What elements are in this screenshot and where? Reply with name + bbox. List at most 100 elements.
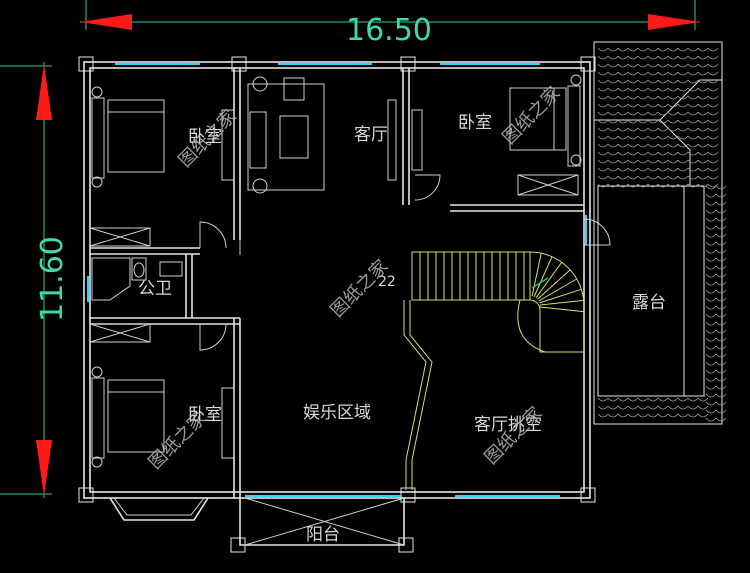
roof-tile bbox=[657, 63, 669, 68]
watermark: 图纸之家 bbox=[145, 408, 211, 474]
roof-tile bbox=[617, 135, 629, 140]
roof-tile bbox=[657, 151, 669, 156]
balcony bbox=[230, 497, 414, 553]
roof-tile bbox=[715, 345, 727, 350]
roof-tile bbox=[707, 119, 719, 124]
roof-tile bbox=[707, 183, 719, 188]
roof-tile bbox=[707, 103, 719, 108]
roof-tile bbox=[607, 63, 619, 68]
stair-tread bbox=[538, 278, 578, 302]
roof-tile bbox=[617, 175, 629, 180]
roof-tile bbox=[687, 87, 699, 92]
roof-tile bbox=[607, 183, 619, 188]
roof-tile bbox=[677, 397, 689, 402]
roof-tile bbox=[705, 361, 717, 366]
roof-tile bbox=[607, 47, 619, 52]
roof-tile bbox=[647, 167, 659, 172]
roof-tile bbox=[667, 47, 679, 52]
roof-tile bbox=[677, 71, 689, 76]
roof-tile bbox=[705, 257, 717, 262]
roof-tile bbox=[715, 249, 727, 254]
roof-tile bbox=[617, 47, 629, 52]
interior-walls bbox=[90, 68, 611, 498]
roof-tile bbox=[637, 95, 649, 100]
roof-tile bbox=[607, 143, 619, 148]
roof-tile bbox=[607, 413, 619, 418]
living-room-furniture bbox=[247, 76, 397, 194]
roof-tile bbox=[697, 87, 709, 92]
roof-tile bbox=[707, 87, 719, 92]
roof-tile bbox=[647, 127, 659, 132]
roof-tile bbox=[657, 79, 669, 84]
roof-tile bbox=[715, 417, 727, 422]
roof-tile bbox=[715, 297, 727, 302]
roof-tile bbox=[687, 413, 699, 418]
roof-tile bbox=[647, 71, 659, 76]
roof-tile bbox=[637, 151, 649, 156]
roof-tile bbox=[697, 175, 709, 180]
roof-tile bbox=[657, 183, 669, 188]
roof-tile bbox=[627, 47, 639, 52]
label-balcony: 阳台 bbox=[306, 525, 340, 545]
stair-tread bbox=[533, 256, 553, 298]
roof-tile bbox=[627, 119, 639, 124]
roof-tile bbox=[647, 175, 659, 180]
roof-tile bbox=[667, 175, 679, 180]
bedroom-top-right-furniture bbox=[411, 74, 582, 196]
roof-tile bbox=[707, 175, 719, 180]
roof-tile bbox=[627, 159, 639, 164]
roof-tile bbox=[705, 249, 717, 254]
roof-tile bbox=[627, 103, 639, 108]
roof-tile bbox=[607, 175, 619, 180]
roof-tile bbox=[657, 127, 669, 132]
roof-tile bbox=[715, 401, 727, 406]
roof-tile bbox=[657, 55, 669, 60]
stair-tread bbox=[531, 253, 542, 297]
roof-tile bbox=[677, 151, 689, 156]
arrow-right-icon bbox=[648, 14, 700, 30]
roof-tile bbox=[687, 183, 699, 188]
roof-tile bbox=[715, 353, 727, 358]
roof-tile bbox=[705, 385, 717, 390]
roof-tile bbox=[667, 397, 679, 402]
roof-tile bbox=[617, 405, 629, 410]
roof-tile bbox=[597, 119, 609, 124]
roof-tile bbox=[647, 79, 659, 84]
roof-tile bbox=[667, 111, 679, 116]
roof-tile bbox=[627, 413, 639, 418]
roof-tile bbox=[667, 79, 679, 84]
roof-tile bbox=[627, 151, 639, 156]
roof-tile bbox=[647, 413, 659, 418]
roof-tile bbox=[705, 313, 717, 318]
roof-tile bbox=[707, 135, 719, 140]
roof-tile bbox=[657, 397, 669, 402]
roof-tile bbox=[627, 143, 639, 148]
roof-tile bbox=[697, 151, 709, 156]
roof-tile bbox=[607, 135, 619, 140]
roof-tile bbox=[677, 111, 689, 116]
roof-tile bbox=[677, 119, 689, 124]
roof-tile bbox=[667, 159, 679, 164]
roof-tile bbox=[687, 135, 699, 140]
roof-tile bbox=[705, 265, 717, 270]
roof-tile bbox=[657, 175, 669, 180]
label-bedroom-top-right: 卧室 bbox=[458, 113, 492, 133]
roof-tile bbox=[597, 71, 609, 76]
roof-tile bbox=[707, 47, 719, 52]
roof-tile bbox=[697, 111, 709, 116]
arrow-left-icon bbox=[80, 14, 132, 30]
roof-tile bbox=[647, 397, 659, 402]
roof-tile bbox=[617, 103, 629, 108]
roof-tile bbox=[637, 87, 649, 92]
roof-tile bbox=[687, 397, 699, 402]
roof-tile bbox=[705, 217, 717, 222]
staircase bbox=[403, 251, 585, 490]
roof-tile bbox=[657, 119, 669, 124]
roof-tile bbox=[667, 71, 679, 76]
roof-tile bbox=[715, 265, 727, 270]
roof-tile bbox=[707, 71, 719, 76]
roof-tile bbox=[597, 151, 609, 156]
roof-tile bbox=[667, 167, 679, 172]
roof-tile bbox=[715, 377, 727, 382]
roof-tile bbox=[647, 95, 659, 100]
